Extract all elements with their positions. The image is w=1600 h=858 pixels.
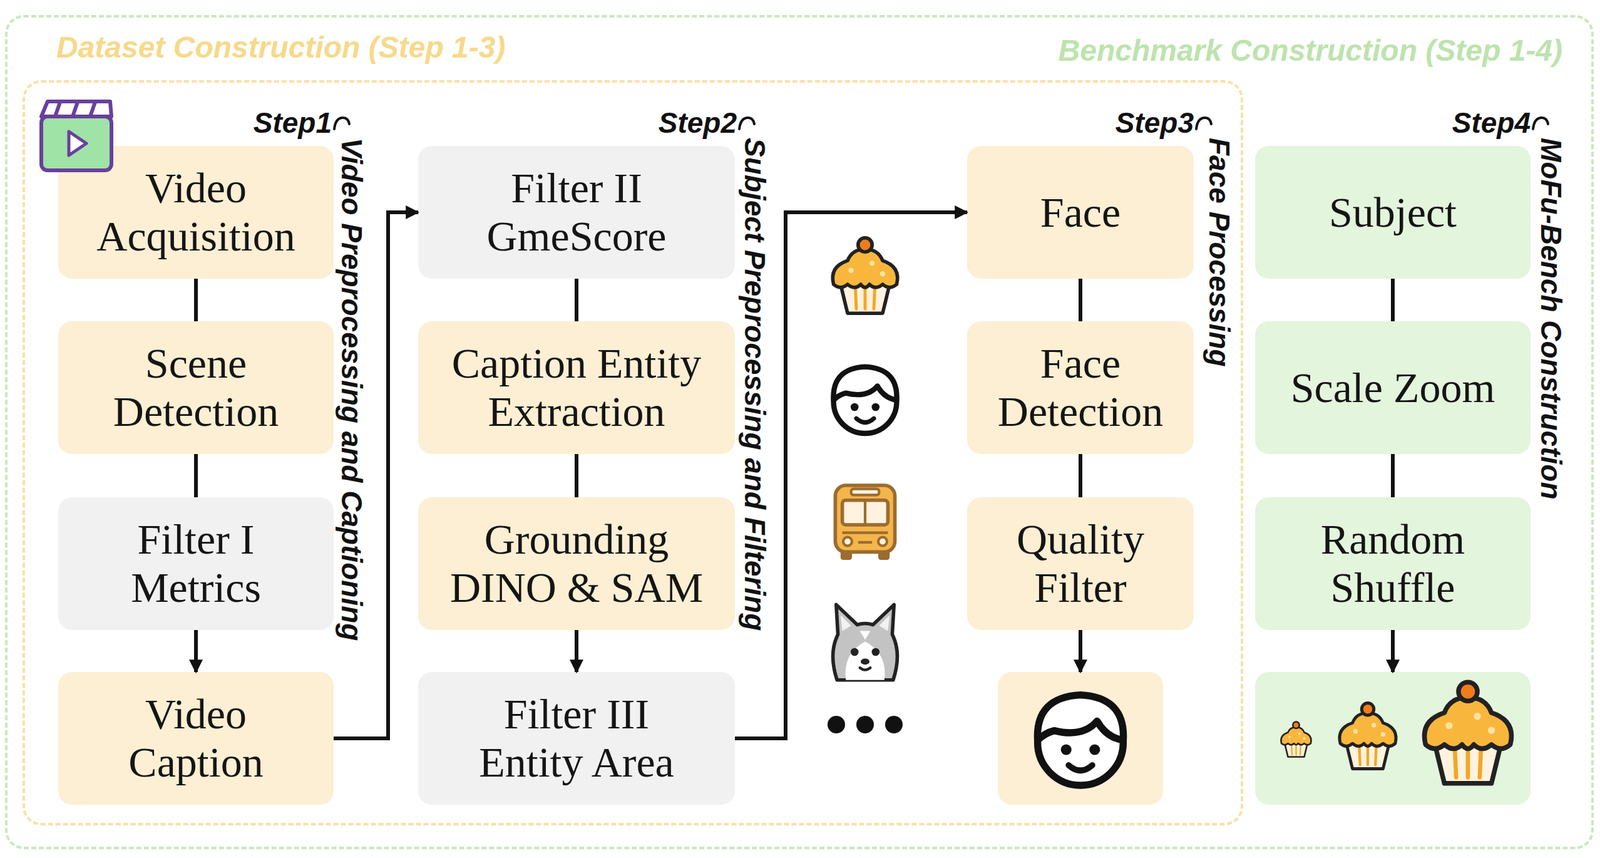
clapperboard-icon bbox=[41, 101, 112, 171]
cupcake-icon bbox=[832, 237, 898, 313]
connector-line bbox=[1390, 278, 1395, 322]
connector-line bbox=[574, 453, 579, 498]
box-label: Face Detection bbox=[980, 339, 1181, 436]
output-box bbox=[1255, 671, 1531, 805]
step-hooks bbox=[1196, 117, 1212, 129]
step-label: Step2 bbox=[658, 108, 737, 138]
box-label: Filter III Entity Area bbox=[457, 689, 696, 787]
box-label: Caption Entity Extraction bbox=[438, 339, 715, 436]
box-label: Scale Zoom bbox=[1290, 363, 1496, 412]
step-hooks bbox=[334, 117, 350, 129]
box-label: Face bbox=[1040, 188, 1121, 237]
process-box: Face Detection bbox=[967, 321, 1194, 454]
face-icon bbox=[1037, 694, 1124, 785]
stage-region: Dataset Construction (Step 1-3)Video Acq… bbox=[22, 80, 1244, 826]
process-box: Scale Zoom bbox=[1255, 321, 1531, 454]
connector-line bbox=[194, 278, 198, 322]
box-label: Quality Filter bbox=[980, 515, 1181, 612]
stage-caption: Video Preprocessing and Captioning bbox=[337, 137, 367, 641]
face-output bbox=[997, 629, 1164, 805]
process-box: Filter II GmeScore bbox=[418, 145, 735, 279]
clapperboard-icon bbox=[68, 131, 87, 156]
connector-line bbox=[1390, 453, 1395, 498]
step-hooks bbox=[1533, 117, 1549, 129]
dog-icon bbox=[833, 604, 898, 680]
clapperboard-icon bbox=[41, 101, 112, 117]
output-arrow bbox=[1390, 629, 1395, 672]
stage-caption: MoFu-Bench Construction bbox=[1536, 137, 1566, 500]
output-arrow bbox=[1078, 629, 1083, 672]
process-box: Scene Detection bbox=[58, 321, 334, 454]
process-box: Quality Filter bbox=[967, 497, 1194, 630]
process-box: Filter III Entity Area bbox=[418, 671, 735, 805]
clapperboard-icon bbox=[90, 102, 96, 117]
ellipsis-dot bbox=[856, 715, 874, 734]
subject-icons bbox=[827, 237, 903, 734]
connector-line bbox=[1078, 453, 1083, 498]
process-box: Face bbox=[967, 145, 1194, 279]
clapperboard-icon bbox=[41, 116, 112, 171]
ellipsis-dot bbox=[885, 715, 903, 734]
box-label: Random Shuffle bbox=[1273, 515, 1512, 612]
step-hooks bbox=[334, 117, 1549, 129]
box-label: Filter II GmeScore bbox=[438, 164, 715, 261]
connector-layer bbox=[195, 212, 1393, 739]
box-label: Grounding DINO & SAM bbox=[438, 515, 715, 612]
box-label: Scene Detection bbox=[83, 339, 309, 436]
process-box: Caption Entity Extraction bbox=[418, 321, 735, 454]
flow-arrow bbox=[194, 629, 198, 672]
scaled-output bbox=[1255, 629, 1531, 805]
bus-icon bbox=[835, 485, 895, 560]
output-box bbox=[997, 671, 1164, 805]
process-box: Random Shuffle bbox=[1255, 497, 1531, 630]
step-label: Step1 bbox=[253, 108, 332, 138]
process-box: Filter I Metrics bbox=[58, 497, 334, 630]
stage-caption: Subject Preprocessing and Filtering bbox=[740, 137, 770, 631]
stage-region: Benchmark Construction (Step 1-4) Dataset… bbox=[5, 15, 1594, 849]
cupcake-icon bbox=[1424, 681, 1512, 784]
flow-arrow bbox=[333, 212, 419, 739]
flow-arrow bbox=[734, 212, 968, 739]
clapperboard-icon bbox=[55, 102, 61, 117]
step-label: Step3 bbox=[1115, 108, 1194, 138]
connector-line bbox=[194, 453, 198, 498]
process-box: Grounding DINO & SAM bbox=[418, 497, 735, 630]
region-title: Benchmark Construction (Step 1-4) bbox=[1058, 35, 1563, 66]
cupcake-icon bbox=[1280, 721, 1311, 757]
cupcake-icon bbox=[1339, 702, 1396, 769]
region-title: Dataset Construction (Step 1-3) bbox=[56, 32, 506, 63]
connector-line bbox=[574, 278, 579, 322]
box-label: Video Caption bbox=[83, 689, 309, 787]
process-box: Video Acquisition bbox=[58, 145, 334, 279]
flow-arrow bbox=[574, 629, 579, 672]
ellipsis-dot bbox=[827, 715, 846, 734]
box-label: Video Acquisition bbox=[83, 164, 309, 261]
stage-caption: Face Processing bbox=[1205, 137, 1234, 367]
process-box: Video Caption bbox=[58, 671, 334, 805]
process-box: Subject bbox=[1255, 145, 1531, 279]
step-label: Step4 bbox=[1452, 108, 1531, 138]
connector-line bbox=[1078, 278, 1083, 322]
box-label: Filter I Metrics bbox=[83, 515, 309, 612]
step-hooks bbox=[739, 117, 755, 129]
box-label: Subject bbox=[1328, 188, 1457, 237]
clapperboard-icon bbox=[72, 102, 78, 117]
face-icon bbox=[833, 366, 897, 434]
